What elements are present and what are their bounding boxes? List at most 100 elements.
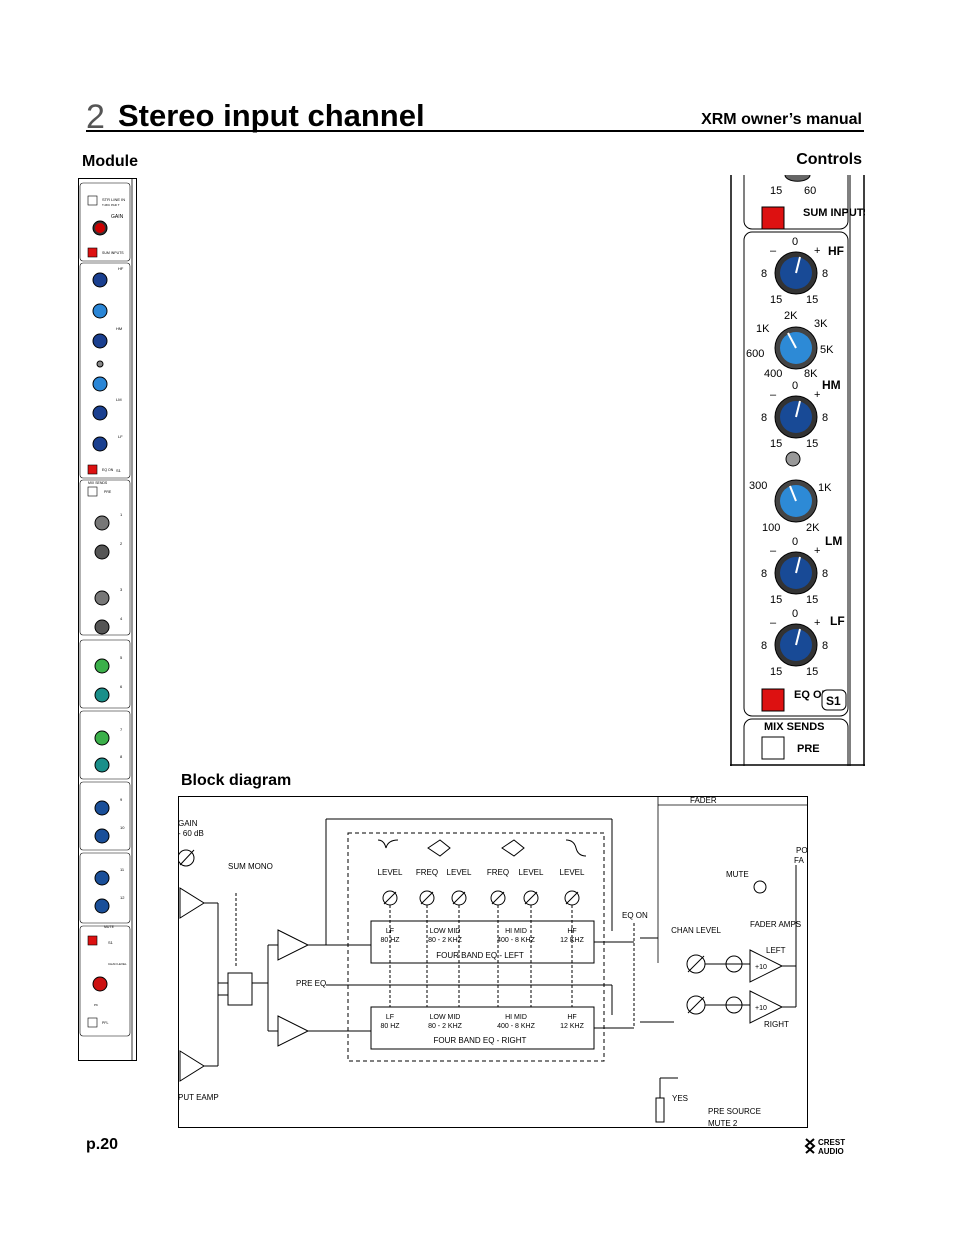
hf-top: 0: [792, 236, 798, 248]
lf-knob[interactable]: [92, 436, 108, 452]
mix-send-number-4: 4: [120, 616, 123, 621]
lf-bl: 15: [770, 666, 782, 678]
eq-on-label: EQ ON: [622, 911, 648, 920]
pre-button[interactable]: [761, 736, 785, 760]
mix-send-knob-5[interactable]: [94, 658, 110, 674]
header-rule: [86, 130, 864, 132]
str-line-in-button[interactable]: [87, 195, 98, 206]
eq-on-label: EQ ON: [794, 689, 830, 701]
lm-plus: +: [814, 545, 820, 557]
pre-source-resistor-icon: [655, 1097, 665, 1123]
mix-send-knob-8[interactable]: [94, 757, 110, 773]
sum-mono-label: SUM MONO: [228, 862, 273, 871]
mix-send-number-1: 1: [120, 512, 123, 517]
mix-send-number-7: 7: [120, 727, 123, 732]
eq-on-button[interactable]: [761, 688, 785, 712]
lf-level-label: LEVEL: [378, 868, 403, 877]
hm-knob[interactable]: [92, 333, 108, 349]
hm-freq-tl: 1K: [756, 323, 770, 335]
gain-scale-60: 60: [804, 185, 816, 197]
yes-label: YES: [672, 1094, 688, 1103]
hf-knob[interactable]: [92, 272, 108, 288]
fader-amp-left-gain: +10: [755, 964, 767, 971]
chan-level-label: CHAN LEVEL: [671, 926, 721, 935]
chapter-number: 2: [86, 98, 105, 136]
mix-send-number-3: 3: [120, 587, 123, 592]
lm-label: LM: [116, 397, 122, 402]
mix-send-number-8: 8: [120, 754, 123, 759]
mix-send-knob-3[interactable]: [94, 590, 110, 606]
mix-send-knob-4[interactable]: [94, 619, 110, 635]
left-label: LEFT: [766, 946, 786, 955]
hm-label: HM: [116, 326, 122, 331]
pre-eq-label: PRE EQ: [296, 979, 326, 988]
eq-on-button[interactable]: [87, 464, 98, 475]
sum-mono-block: [227, 972, 253, 1006]
chan-level-knob[interactable]: [92, 976, 108, 992]
hm-freq-bl: 400: [764, 368, 782, 380]
gain-label: GAIN: [111, 214, 124, 220]
mix-send-knob-12[interactable]: [94, 898, 110, 914]
sum-inputs-button[interactable]: [87, 247, 98, 258]
crest-audio-logo: CREST AUDIO: [804, 1136, 864, 1161]
lm-freq-br: 2K: [806, 522, 820, 534]
hf-pointer: [795, 256, 801, 274]
pre-button[interactable]: [87, 486, 98, 497]
mix-send-knob-1[interactable]: [94, 515, 110, 531]
logo-crest: CREST: [818, 1138, 845, 1147]
s1-button[interactable]: [821, 689, 847, 711]
hm-bl: 15: [770, 438, 782, 450]
hf-minus: –: [770, 245, 777, 257]
mix-send-number-5: 5: [120, 655, 123, 660]
lm-bl: 15: [770, 594, 782, 606]
fader-amps-label: FADER AMPS: [750, 920, 801, 929]
controls-heading: Controls: [796, 151, 862, 168]
hm-left: 8: [761, 412, 767, 424]
str-line-in-label: STR LINE IN: [102, 197, 125, 202]
eq-on-label: EQ ON: [102, 468, 114, 472]
input-preamp-bottom-icon: [179, 1050, 205, 1082]
hf-shelf-icon: [565, 839, 587, 857]
mix-send-knob-10[interactable]: [94, 828, 110, 844]
mix-send-number-12: 12: [120, 895, 125, 900]
input-preamp-label: PUT EAMP: [178, 1093, 219, 1102]
eq-screw-icon: [785, 451, 801, 467]
gain-label: GAIN: [178, 819, 198, 828]
mix-send-knob-7[interactable]: [94, 730, 110, 746]
hf-br: 15: [806, 294, 818, 306]
chan-level-label: CHAN LEVEL: [108, 962, 127, 966]
lm-freq-knob[interactable]: [92, 376, 108, 392]
gain-knob-cap: [95, 223, 105, 233]
mix-send-number-2: 2: [120, 541, 123, 546]
hf-right: 8: [822, 268, 828, 280]
mix-send-knob-6[interactable]: [94, 687, 110, 703]
eq-right-hm: HI MID: [505, 1014, 527, 1021]
sum-inputs-button[interactable]: [761, 206, 785, 230]
lm-freq-r: 1K: [818, 482, 832, 494]
lm-right: 8: [822, 568, 828, 580]
hm-freq-tr: 3K: [814, 318, 828, 330]
mix-send-knob-11[interactable]: [94, 870, 110, 886]
mute-label: MUTE: [726, 870, 749, 879]
hm-freq-knob[interactable]: [92, 303, 108, 319]
mix-send-knob-2[interactable]: [94, 544, 110, 560]
pre-eq-amp-top-icon: [277, 929, 310, 961]
eq-right-hf-freq: 12 KHZ: [560, 1023, 584, 1030]
lm-knob[interactable]: [92, 405, 108, 421]
post-fader-po-label: PO: [796, 846, 808, 855]
mute-button[interactable]: [87, 935, 98, 946]
mix-sends-label: MIX SENDS: [764, 721, 825, 733]
pre-label: PRE: [797, 743, 820, 755]
eq-right-caption: FOUR BAND EQ - RIGHT: [434, 1036, 527, 1045]
mix-send-number-10: 10: [120, 825, 125, 830]
pfl-label: PFL: [102, 1021, 108, 1025]
hm-right: 8: [822, 412, 828, 424]
lf-label: LF: [118, 434, 123, 439]
hf-label: HF: [118, 266, 124, 271]
lf-top: 0: [792, 608, 798, 620]
mix-send-knob-9[interactable]: [94, 800, 110, 816]
gain-scale-15: 15: [770, 185, 782, 197]
pfl-button[interactable]: [87, 1017, 98, 1028]
lf-right: 8: [822, 640, 828, 652]
hm-br: 15: [806, 438, 818, 450]
